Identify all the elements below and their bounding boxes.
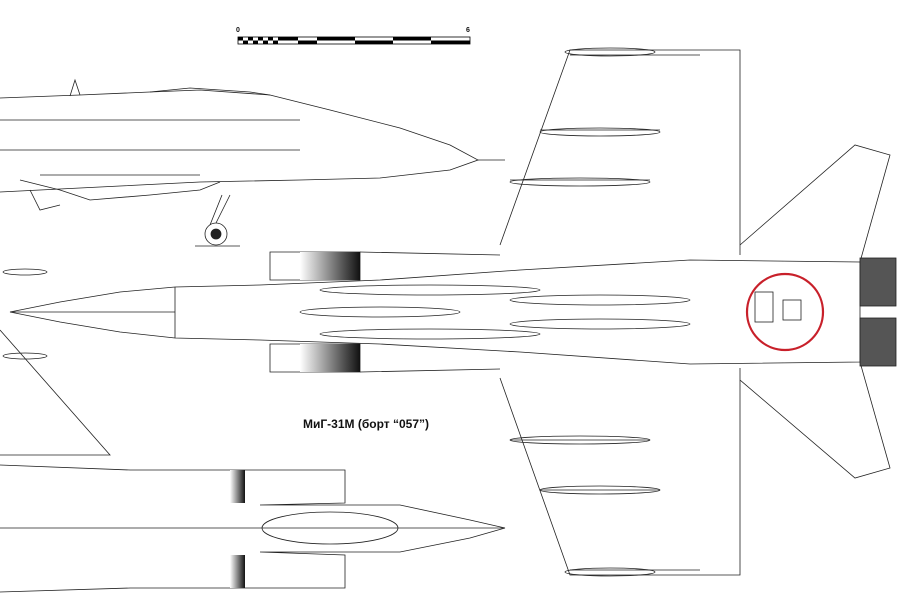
highlight-circle [745,272,825,352]
top-view-partial [0,329,506,593]
drawing-caption: МиГ-31М (борт “057”) [303,417,429,431]
scale-start-label: 0 [236,27,240,34]
side-view [0,78,505,247]
scale-bar [237,36,471,45]
scale-end-label: 6 [466,27,470,34]
top-view-main [2,47,897,577]
